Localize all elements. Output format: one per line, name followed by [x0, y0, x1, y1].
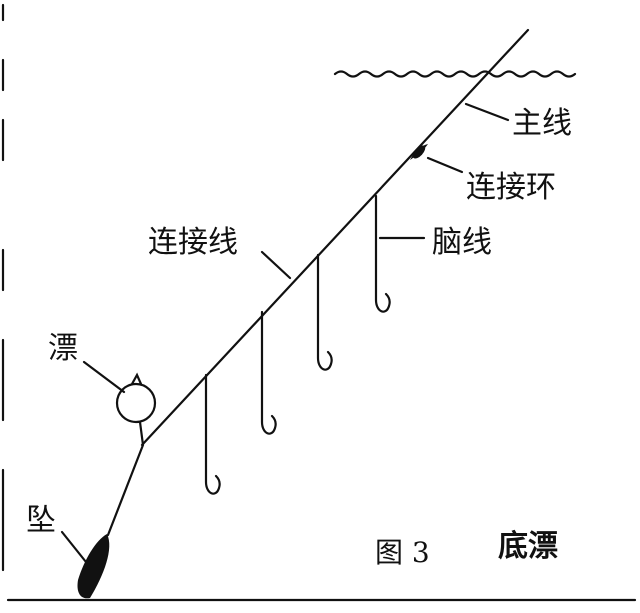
connecting-line-label: 连接线 [148, 225, 238, 260]
snood-line-label: 脑线 [432, 225, 492, 260]
water-surface [333, 70, 577, 78]
connector-ring-knot [412, 145, 426, 159]
float-tip [130, 372, 143, 386]
figure-number: 图 3 [375, 536, 430, 569]
snood-hooks [204, 194, 391, 495]
sinker-label: 坠 [26, 503, 56, 538]
connector-ring-label: 连接环 [466, 170, 556, 205]
figure-title: 底漂 [498, 529, 558, 564]
sinker-weight [77, 534, 110, 599]
float-circle [115, 382, 157, 424]
float-to-sinker-line [106, 420, 145, 537]
leader-lines [60, 102, 510, 564]
main-line-label: 主线 [512, 106, 572, 141]
float-label: 漂 [48, 331, 78, 366]
